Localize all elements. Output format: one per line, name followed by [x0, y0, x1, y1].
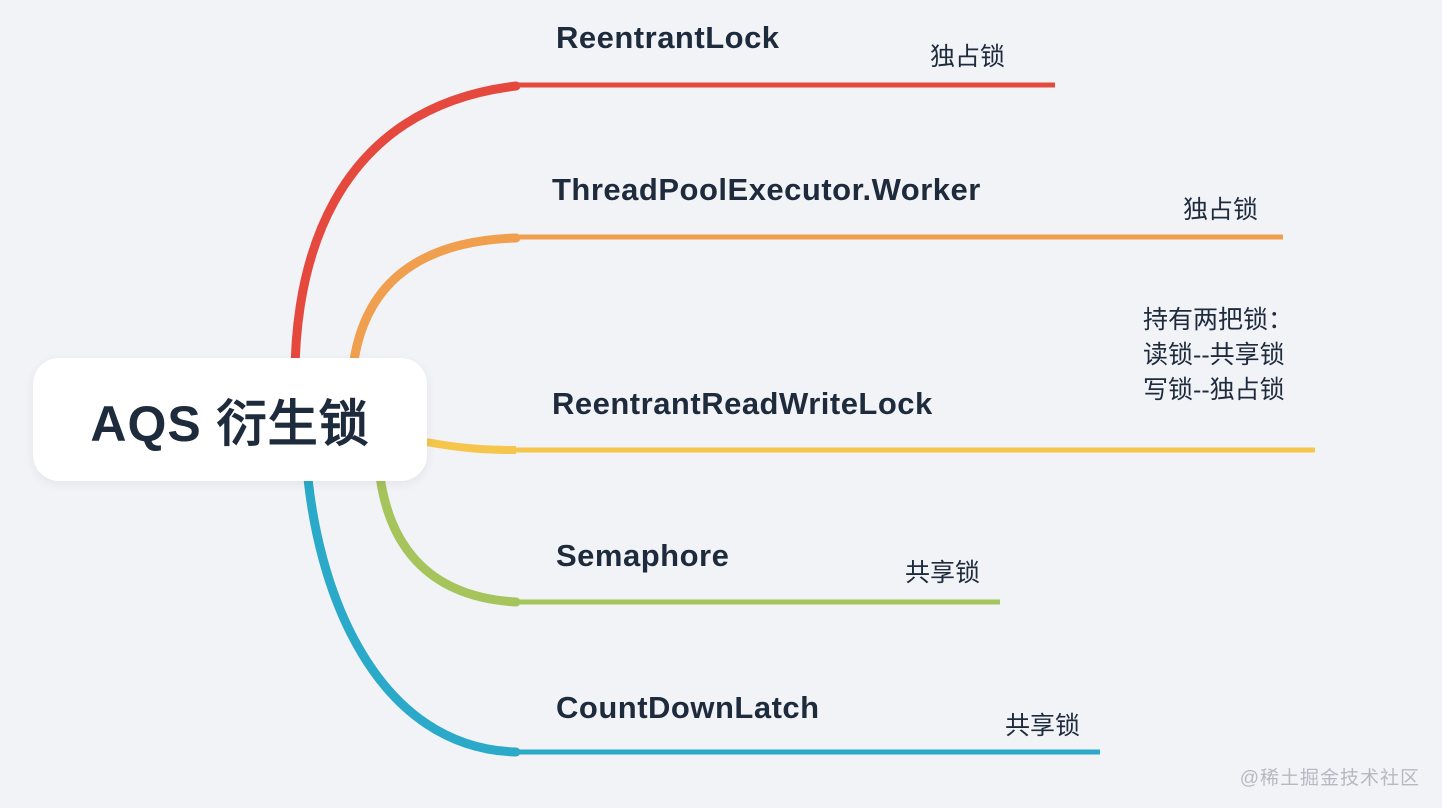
branch-node-reentrantreadwritelock[interactable]: ReentrantReadWriteLock	[552, 386, 933, 421]
root-node-aqs[interactable]: AQS 衍生锁	[33, 358, 427, 481]
branch-curve-semaphore	[373, 450, 521, 607]
watermark-juejin-community: @稀土掘金技术社区	[1239, 768, 1420, 789]
branch-node-countdownlatch[interactable]: CountDownLatch	[556, 690, 820, 725]
branch-node-semaphore[interactable]: Semaphore	[556, 538, 730, 573]
branch-curve-reentrantreadwritelock	[425, 438, 517, 454]
branch-note-countdownlatch: 共享锁	[1005, 712, 1081, 740]
branch-note-reentrantreadwritelock: 持有两把锁： 读锁--共享锁 写锁--独占锁	[1143, 306, 1294, 404]
root-node-title: AQS 衍生锁	[90, 395, 370, 452]
branch-note-threadpoolexecutor-worker: 独占锁	[1183, 196, 1259, 224]
branch-node-threadpoolexecutor-worker[interactable]: ThreadPoolExecutor.Worker	[552, 172, 981, 207]
branch-note-semaphore: 共享锁	[905, 559, 981, 587]
branch-note-reentrantlock: 独占锁	[930, 43, 1006, 71]
branch-node-reentrantlock[interactable]: ReentrantLock	[556, 20, 780, 55]
branch-curve-countdownlatch	[301, 450, 521, 757]
